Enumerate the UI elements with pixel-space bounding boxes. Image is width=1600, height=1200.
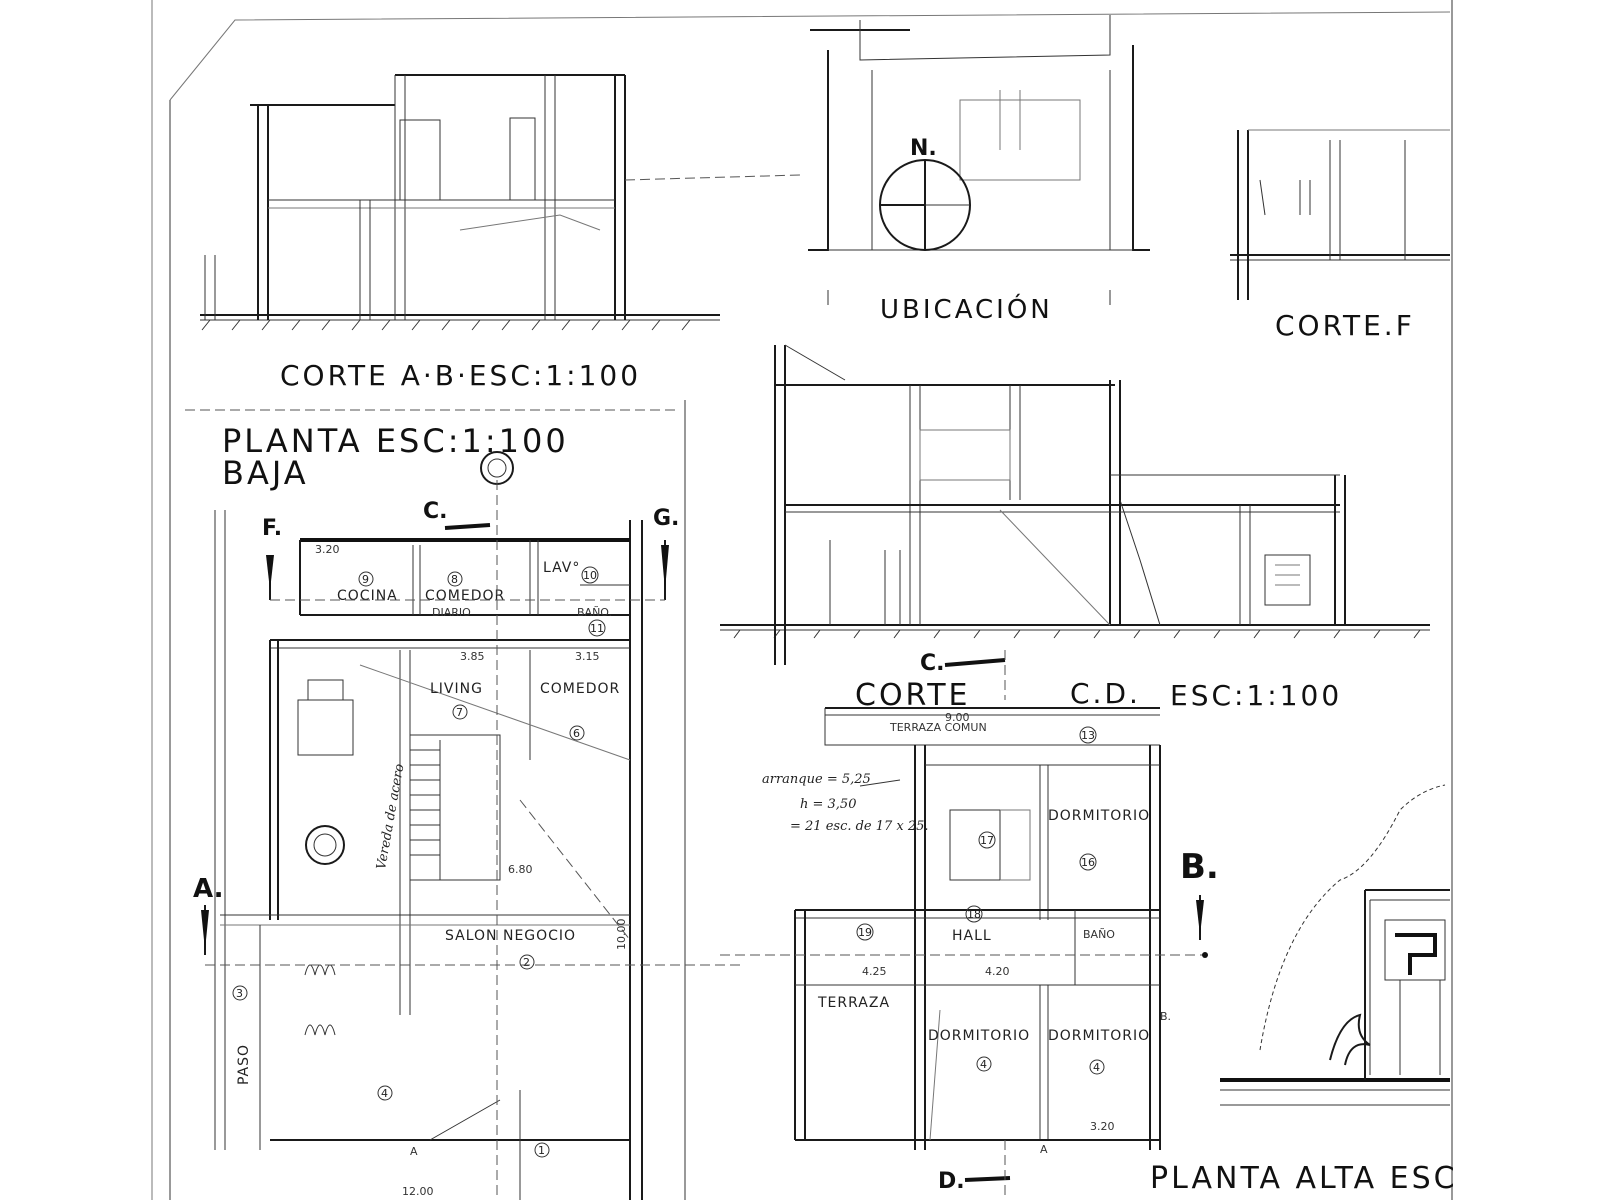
room-living: LIVING: [430, 681, 483, 697]
fixture-round-table: [305, 825, 345, 865]
room-lav: LAV°: [543, 560, 580, 576]
marker-b-right: B.: [1180, 847, 1219, 887]
room-num-8: 8: [451, 573, 458, 586]
corte-ab-section: CORTE A·B·ESC:1:100: [200, 74, 801, 392]
room-num-3: 3: [236, 987, 243, 1000]
room-hall: HALL: [952, 928, 992, 944]
planta-alta-plan: TERRAZA COMUN 9.00 DORMITORIO HALL BAÑO …: [720, 707, 1458, 1200]
plant-icon: [1329, 1013, 1371, 1066]
north-label: N.: [910, 136, 937, 161]
room-num-10: 10: [583, 569, 597, 582]
dim-6-80: 6.80: [508, 863, 533, 876]
marker-a-low-1: A: [410, 1145, 418, 1158]
room-num-17: 17: [980, 834, 994, 847]
room-num-16: 16: [1081, 856, 1095, 869]
dim-4-25: 4.25: [862, 965, 887, 978]
marker-a-left: A.: [193, 874, 223, 904]
marker-f: F.: [262, 516, 282, 541]
ubicacion-section: N. UBICACIÓN: [808, 15, 1150, 325]
marker-c-mid: C.: [920, 651, 945, 676]
dim-12: 12.00: [402, 1185, 434, 1198]
room-num-4: 4: [381, 1087, 388, 1100]
room-terraza-comun: TERRAZA COMUN: [889, 721, 987, 734]
dim-10: 10.00: [615, 919, 628, 951]
stair-note-line1: arranque = 5,25: [762, 772, 871, 787]
marker-b-small: B.: [1160, 1010, 1171, 1023]
room-bano-ground: BAÑO.: [577, 606, 612, 619]
room-num-1: 1: [538, 1144, 545, 1157]
planta-baja-title-2: BAJA: [222, 454, 309, 492]
marker-d-bottom: D.: [938, 1169, 965, 1194]
marker-g: G.: [653, 506, 679, 531]
room-num-18: 18: [967, 908, 981, 921]
room-num-6: 6: [573, 727, 580, 740]
room-paso: PASO: [236, 1044, 252, 1085]
room-bano-upper: BAÑO: [1083, 928, 1115, 941]
room-num-2: 2: [523, 956, 530, 969]
room-num-7: 7: [456, 706, 463, 719]
room-num-11: 11: [590, 622, 604, 635]
dim-4-20: 4.20: [985, 965, 1010, 978]
room-dormitorio-1: DORMITORIO: [1048, 808, 1150, 824]
room-cocina: COCINA: [337, 588, 398, 604]
room-salon-negocio: SALON NEGOCIO: [445, 928, 576, 944]
facade-sketch: [1220, 784, 1450, 1106]
room-num-4a: 4: [980, 1058, 987, 1071]
corte-ab-title: CORTE A·B·ESC:1:100: [280, 359, 641, 392]
corte-f-title: CORTE.F: [1275, 309, 1415, 342]
dim-3-20: 3.20: [315, 543, 340, 556]
facade-window-icon: [1384, 919, 1446, 981]
room-num-9: 9: [362, 573, 369, 586]
corte-f-section: CORTE.F: [1230, 129, 1450, 342]
room-num-4b: 4: [1093, 1061, 1100, 1074]
dim-9-00: 9.00: [945, 711, 970, 724]
room-dormitorio-2: DORMITORIO: [928, 1028, 1030, 1044]
marker-c-top: C.: [423, 499, 448, 524]
room-num-19: 19: [858, 926, 872, 939]
planta-alta-title: PLANTA ALTA ESC: [1150, 1161, 1458, 1196]
dim-3-85: 3.85: [460, 650, 485, 663]
room-num-13: 13: [1081, 729, 1095, 742]
planta-baja-plan: PLANTA ESC:1:100 BAJA COCINA COMEDOR DIA…: [185, 400, 740, 1200]
marker-a-low-2: A: [1040, 1143, 1048, 1156]
planta-baja-title-1: PLANTA ESC:1:100: [222, 422, 569, 460]
room-terraza: TERRAZA: [817, 995, 890, 1011]
corte-cd-title-3: ESC:1:100: [1170, 679, 1342, 712]
dim-3-20b: 3.20: [1090, 1120, 1115, 1133]
ubicacion-title: UBICACIÓN: [880, 293, 1053, 325]
room-comedor-diario-1: COMEDOR: [425, 588, 505, 604]
stair-note-line3: = 21 esc. de 17 x 25.: [790, 819, 929, 834]
dim-3-15: 3.15: [575, 650, 600, 663]
room-dormitorio-3: DORMITORIO: [1048, 1028, 1150, 1044]
room-comedor-diario-2: DIARIO: [432, 606, 471, 619]
corte-cd-title-2: C.D.: [1070, 677, 1141, 710]
stair-note-line2: h = 3,50: [800, 797, 856, 812]
room-comedor: COMEDOR: [540, 681, 620, 697]
